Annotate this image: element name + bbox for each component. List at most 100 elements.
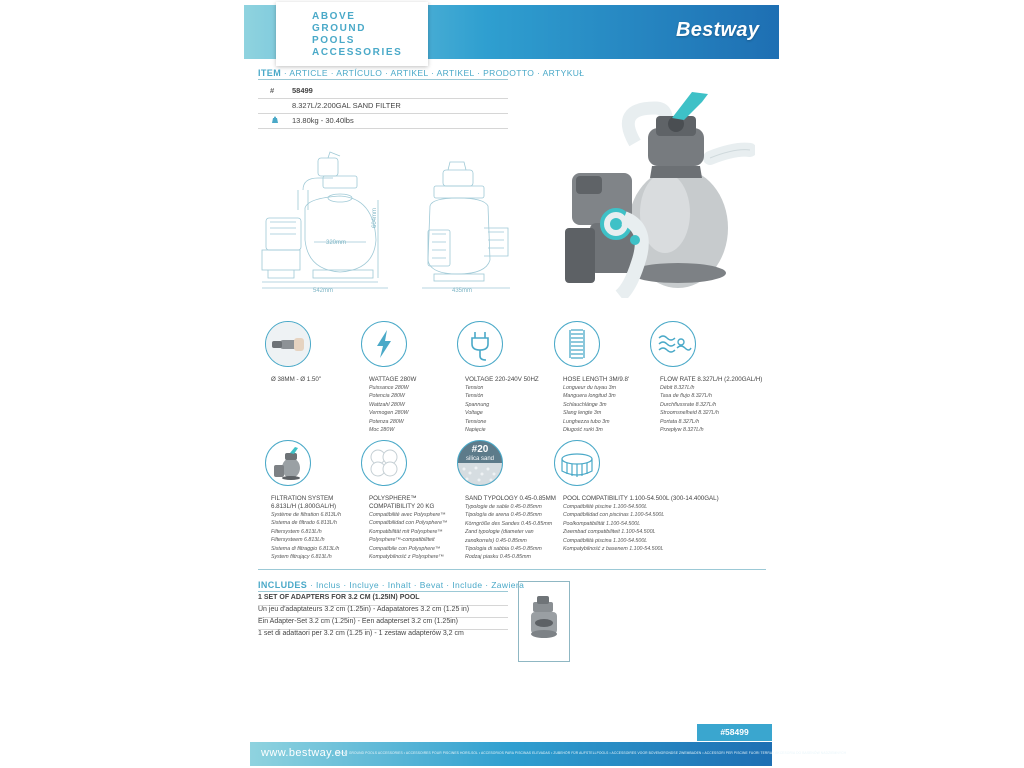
silica-badge-number: #20 xyxy=(471,444,489,455)
translation-line: Polysphere™-compatibiliteit xyxy=(369,537,435,544)
translation-line: Schlauchlänge 3m xyxy=(563,401,607,408)
category-card: ABOVE GROUND POOLS ACCESSORIES xyxy=(276,2,428,66)
footer-fine-print: ABOVE GROUND POOLS ACCESSORIES • ACCESSO… xyxy=(336,751,847,755)
translation-line: Compatibilité piscine 1.100-54.500L xyxy=(563,504,648,510)
feature-translations: Puissance 280W Potencia 280W Wattzahl 28… xyxy=(369,384,409,434)
translation-line: Tensione xyxy=(465,418,487,425)
item-description: 8.327L/2.200GAL SAND FILTER xyxy=(292,101,401,110)
sand-filter-product-image xyxy=(565,92,755,298)
translation-line: Compatibilità piscina 1.100-54.500L xyxy=(563,537,648,544)
feature-translations: Compatibilité piscine 1.100-54.500L Comp… xyxy=(563,503,664,553)
translation-line: Filtersystem 6.813L/h xyxy=(271,528,322,535)
category-line: GROUND xyxy=(312,23,367,34)
feature-translations: Système de filtration 6.813L/h Sistema d… xyxy=(271,511,341,561)
category-line: ACCESSORIES xyxy=(312,47,403,58)
feature-title-text: POLYSPHERE™ COMPATIBILITY 20 KG xyxy=(369,495,435,510)
translation-line: Tensión xyxy=(465,393,484,400)
feature-translations: Débit 8.327L/h Tasa de flujo 8.327L/h Du… xyxy=(660,384,719,434)
footer-banner: www.bestway.eu ABOVE GROUND POOLS ACCESS… xyxy=(250,742,846,766)
translation-line: Compatibilidad con piscinas 1.100-54.500… xyxy=(563,512,665,519)
translation-line: Zand typologie (diameter van xyxy=(465,529,534,536)
translation-line: Compatibile con Polysphere™ xyxy=(369,545,441,552)
translation-line: Długość rurki 3m xyxy=(563,427,603,434)
translation-line: Potencia 280W xyxy=(369,393,405,400)
technical-drawing: 542mm 320mm 604mm 435mm xyxy=(261,151,510,294)
translation-line: Wattzahl 280W xyxy=(369,401,405,408)
feature-title: POOL COMPATIBILITY 1.100-54.500L (300-14… xyxy=(563,495,719,502)
hose-icon xyxy=(554,321,600,367)
translation-line: Kompatybilność z Polysphere™ xyxy=(369,554,444,561)
translation-line: Typologie de sable 0.45-0.85mm xyxy=(465,504,542,510)
divider xyxy=(258,569,766,570)
website-link[interactable]: www.bestway.eu xyxy=(261,747,348,759)
includes-row: Ein Adapter-Set 3.2 cm (1.25in) - Een ad… xyxy=(258,618,508,630)
item-weight: 13.80kg - 30.40lbs xyxy=(292,116,354,125)
translation-line: Tipología de arena 0.45-0.85mm xyxy=(465,512,542,519)
translation-line: Tasa de flujo 8.327L/h xyxy=(660,393,712,400)
translation-line: Filtersysteem 6.813L/h xyxy=(271,537,325,544)
dim-width-front: 435mm xyxy=(452,288,472,294)
translation-line: Système de filtration 6.813L/h xyxy=(271,512,342,518)
translation-line: Durchflussrate 8.327L/h xyxy=(660,401,717,408)
translation-line: Poolkompatibilität 1.100-54.500L xyxy=(563,520,641,527)
translation-line: Potenza 280W xyxy=(369,418,404,425)
includes-title-translations: · Inclus · Incluye · Inhalt · Bevat · In… xyxy=(307,580,525,590)
dim-width-side: 542mm xyxy=(313,288,333,294)
translation-line: Voltage xyxy=(465,410,483,417)
item-row-weight: 13.80kg - 30.40lbs xyxy=(258,114,508,129)
translation-line: Compatibilidad con Polysphere™ xyxy=(369,520,448,527)
silica-badge-label: silica sand xyxy=(465,456,494,462)
translation-line: zandkorrels) 0.45-0.85mm xyxy=(465,537,527,544)
feature-title: SAND TYPOLOGY 0.45-0.85MM xyxy=(465,495,556,502)
filter-system-icon xyxy=(265,440,311,486)
item-row-description: 8.327L/2.200GAL SAND FILTER xyxy=(258,99,508,114)
includes-row: 1 SET OF ADAPTERS FOR 3.2 CM (1.25IN) PO… xyxy=(258,594,508,606)
translation-line: Tension xyxy=(465,385,484,391)
translation-line: Tipologia di sabbia 0.45-0.85mm xyxy=(465,546,542,553)
item-number: 58499 xyxy=(292,86,313,95)
translation-line: Portata 8.327L/h xyxy=(660,418,700,425)
feature-title: HOSE LENGTH 3M/9.8' xyxy=(563,376,630,383)
weight-icon xyxy=(270,116,290,126)
plug-icon xyxy=(457,321,503,367)
translation-line: Spannung xyxy=(465,401,490,408)
item-row-number: # 58499 xyxy=(258,84,508,99)
translation-line: Körngröße des Sandes 0.45-0.85mm xyxy=(465,520,553,527)
item-title-translations: · ARTICLE · ARTÍCULO · ARTIKEL · ARTIKEL… xyxy=(281,68,585,78)
divider xyxy=(258,79,508,80)
hash-label: # xyxy=(270,86,275,95)
feature-title: FILTRATION SYSTEM 6.813L/H (1.800GAL/H) xyxy=(271,495,336,511)
item-section-title: ITEM · ARTICLE · ARTÍCULO · ARTIKEL · AR… xyxy=(258,68,584,78)
includes-title-main: INCLUDES xyxy=(258,580,308,590)
feature-title: WATTAGE 280W xyxy=(369,376,417,383)
pool-icon xyxy=(554,440,600,486)
dim-height: 604mm xyxy=(372,208,378,228)
feature-title: Ø 38MM - Ø 1.50" xyxy=(271,376,321,383)
translation-line: Zwembad compatibiliteit 1.100-54.500L xyxy=(563,529,656,536)
bestway-logo: Bestway xyxy=(676,19,760,41)
polysphere-icon xyxy=(361,440,407,486)
item-title-main: ITEM xyxy=(258,68,282,78)
translation-line: Stroomsnelheid 8.327L/h xyxy=(660,410,719,417)
translation-line: Manguera longitud 3m xyxy=(563,393,616,400)
translation-line: Compatibilité avec Polysphere™ xyxy=(369,512,446,518)
translation-line: Slang lengte 3m xyxy=(563,410,602,417)
divider xyxy=(258,591,508,592)
translation-line: Lunghezza tubo 3m xyxy=(563,418,610,425)
adapter-photo-icon xyxy=(265,321,311,367)
translation-line: Napięcie xyxy=(465,427,486,434)
feature-translations: Longueur du tuyau 3m Manguera longitud 3… xyxy=(563,384,616,434)
translation-line: Przepływ 8.327L/h xyxy=(660,427,704,434)
feature-translations: Typologie de sable 0.45-0.85mm Tipología… xyxy=(465,503,552,562)
translation-line: Moc 280W xyxy=(369,427,395,434)
feature-translations: Tension Tensión Spannung Voltage Tension… xyxy=(465,384,489,434)
dim-tank-diameter: 320mm xyxy=(326,240,346,246)
translation-line: Sistema di filtraggio 6.813L/h xyxy=(271,545,340,552)
feature-title-text: FILTRATION SYSTEM 6.813L/H (1.800GAL/H) xyxy=(271,495,337,510)
translation-line: System filtrujący 6.813L/h xyxy=(271,554,332,561)
translation-line: Débit 8.327L/h xyxy=(660,385,695,391)
category-line: ABOVE xyxy=(312,11,356,22)
lightning-icon xyxy=(361,321,407,367)
feature-translations: Compatibilité avec Polysphere™ Compatibi… xyxy=(369,511,447,561)
translation-line: Vermogen 280W xyxy=(369,410,409,417)
